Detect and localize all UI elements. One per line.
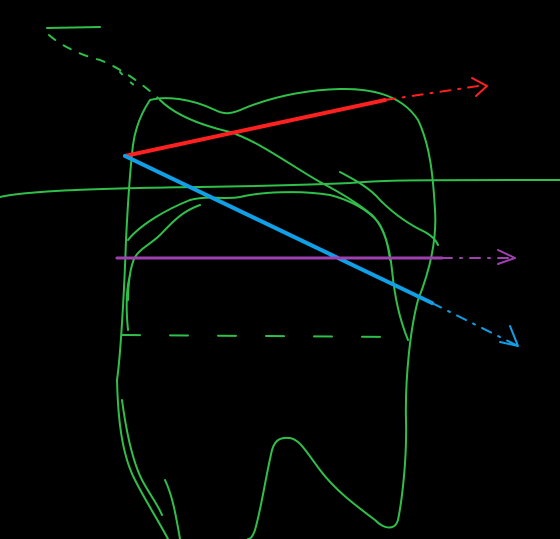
tooth-outline [116, 87, 437, 539]
top-stroke [119, 71, 136, 87]
purple-line-arrowhead-icon [497, 249, 516, 265]
inner-outline-4 [339, 171, 439, 246]
blue-line-segment [123, 154, 434, 305]
inner-outline-2 [127, 191, 391, 261]
purple-line [115, 249, 516, 265]
top-left-dash [48, 34, 159, 99]
red-line-extension [384, 84, 486, 101]
inner-outline [159, 99, 409, 341]
red-line-arrowhead-icon [471, 77, 488, 97]
blue-line-extension [431, 302, 519, 347]
blue-line [123, 154, 519, 347]
inner-outline-3 [127, 204, 201, 301]
inner-outline-5 [125, 274, 131, 331]
red-line [123, 77, 488, 158]
blue-line-arrowhead-icon [499, 325, 519, 347]
horizontal-reference-line [0, 179, 560, 198]
cervical-dashed-line [121, 334, 396, 338]
red-line-segment [123, 98, 387, 158]
inner-outline-6 [121, 399, 163, 516]
top-left-stroke [46, 26, 101, 29]
